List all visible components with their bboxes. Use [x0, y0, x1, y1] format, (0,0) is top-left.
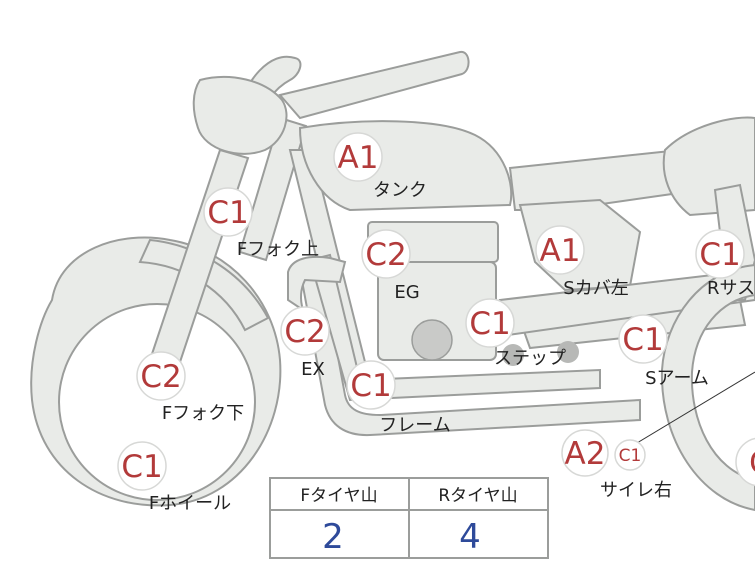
grade-badge-text: A1: [338, 140, 379, 176]
part-label: Fフォク上: [237, 239, 319, 260]
grade-badge-text: C1: [469, 306, 510, 342]
part-label: Sカバ左: [563, 278, 628, 299]
part-label: タンク: [373, 180, 427, 201]
grade-badge-text: C1: [207, 195, 248, 231]
exhaust-pipe: [287, 255, 347, 313]
part-label: EG: [394, 282, 419, 303]
grade-badge-text: C2: [365, 237, 406, 273]
grade-badge-circle: [695, 229, 745, 279]
grade-badge-circle: [136, 351, 186, 401]
step: [502, 341, 579, 366]
grade-badge-text: A1: [540, 233, 581, 269]
grade-badge-circle: [465, 298, 515, 348]
grade-badge-circle: [203, 187, 253, 237]
headlight: [192, 76, 288, 155]
grade-badge-circle: [614, 439, 646, 471]
handlebar-right: [278, 50, 470, 120]
rear-tire-header: Rタイヤ山: [438, 486, 517, 506]
part-label: Fフォク下: [162, 403, 244, 424]
part-label: EX: [301, 359, 325, 380]
grade-badge-text: C1: [699, 237, 740, 273]
silencer-right-grade: A2 サイレ右: [561, 429, 672, 501]
grade-badge-text: C1: [622, 322, 663, 358]
grade-badge-circle: [561, 429, 609, 477]
grade-badge-text: C1: [350, 368, 391, 404]
part-label: Rサス: [707, 278, 755, 299]
grade-badge-text: C2: [140, 359, 181, 395]
frame-grade: C1 フレーム: [346, 360, 451, 436]
rwheel-grade: C: [735, 437, 755, 487]
grade-badge-circle: [346, 360, 396, 410]
grade-badge-circle: [361, 229, 411, 279]
part-label: Sアーム: [645, 368, 709, 389]
tank-grade: A1 タンク: [333, 132, 427, 201]
grade-badge-circle: [735, 437, 755, 487]
grade-badge-text: A2: [565, 436, 606, 472]
grade-badge-circle: [280, 306, 330, 356]
silencer-leader-line: [621, 371, 755, 453]
silencer-right-subgrade: C1: [614, 439, 646, 471]
front-tire-header: Fタイヤ山: [300, 486, 377, 506]
front-tire-value: 2: [322, 517, 344, 557]
grade-badge-circle: [333, 132, 383, 182]
grade-badge-text: C2: [284, 314, 325, 350]
part-label: サイレ右: [600, 480, 672, 501]
engine: [367, 221, 499, 361]
grade-badge-text: C: [749, 445, 755, 481]
grade-badge-circle: [535, 225, 585, 275]
rear-tire-value: 4: [459, 517, 481, 557]
grade-badge-circle: [117, 441, 167, 491]
tire-table: Fタイヤ山 Rタイヤ山 2 4: [269, 477, 549, 559]
grade-badge-text: C1: [619, 446, 642, 466]
part-label: フレーム: [379, 415, 450, 436]
grade-badge-text: C1: [121, 449, 162, 485]
step-grade: C1 ステップ: [465, 298, 566, 369]
part-label: ステップ: [494, 348, 566, 369]
grade-badge-circle: [618, 314, 668, 364]
part-label: Fホイール: [149, 493, 231, 514]
